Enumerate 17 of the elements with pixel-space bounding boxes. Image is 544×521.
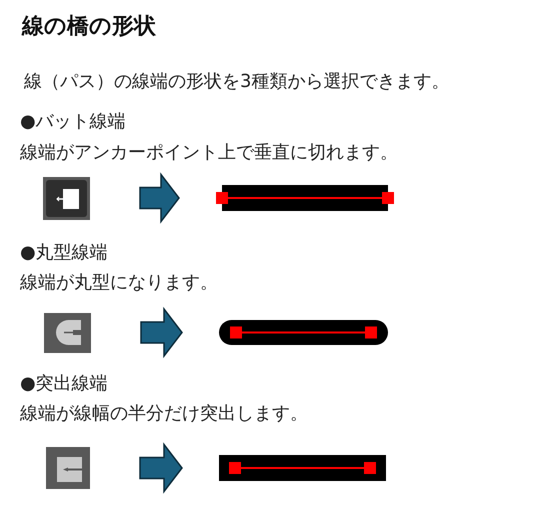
block-arrow	[139, 172, 180, 224]
round-cap-stroke	[219, 320, 388, 345]
intro-text: 線（パス）の線端の形状を3種類から選択できます。	[24, 70, 450, 94]
description-text: 線端が線幅の半分だけ突出します。	[20, 402, 308, 426]
description-text: 線端がアンカーポイント上で垂直に切れます。	[20, 141, 398, 165]
butt-cap-stroke	[216, 185, 394, 211]
projecting-cap-icon	[46, 447, 90, 489]
description-text: 線端が丸型になります。	[20, 271, 218, 295]
block-arrow	[139, 442, 183, 494]
butt-cap-icon	[43, 177, 90, 220]
section-heading: ●丸型線端	[20, 241, 108, 265]
section-heading: ●突出線端	[20, 372, 108, 396]
projecting-cap-stroke	[219, 455, 386, 481]
section-heading: ●バット線端	[20, 110, 126, 134]
title: 線の橋の形状	[22, 14, 156, 40]
round-cap-icon	[44, 313, 91, 353]
block-arrow	[140, 306, 183, 358]
